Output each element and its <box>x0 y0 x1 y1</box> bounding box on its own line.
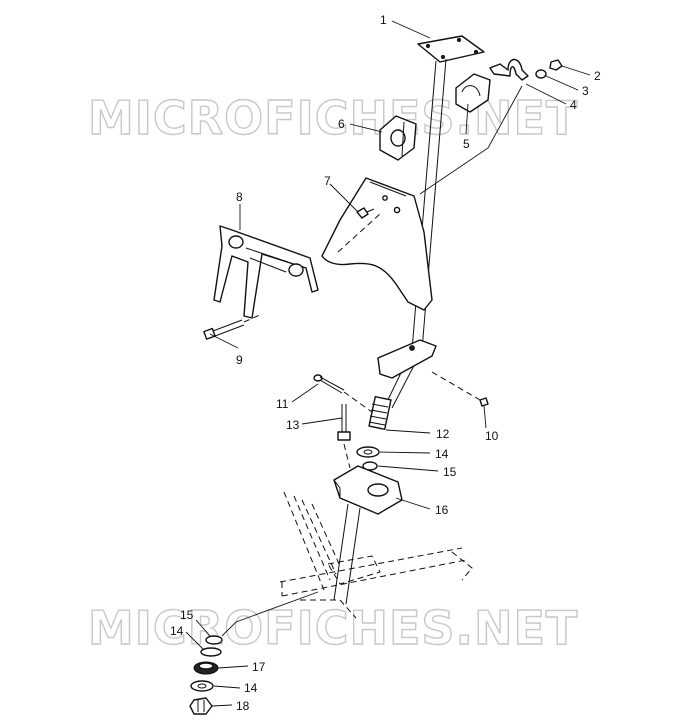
washer-14-lower-b <box>190 680 214 692</box>
callout-2: 2 <box>594 69 601 83</box>
castle-nut-18 <box>189 697 213 715</box>
watermark-top: MICROFICHES.NET <box>88 91 578 145</box>
watermark-bottom: MICROFICHES.NET <box>88 601 578 655</box>
bushing-block-6 <box>379 115 417 161</box>
callout-13: 13 <box>286 418 300 432</box>
headlight-bracket-8 <box>213 225 319 319</box>
clamp-block-5 <box>455 73 491 113</box>
callout-14-lower-b: 14 <box>244 681 258 695</box>
bolt-10 <box>431 371 489 407</box>
steering-post <box>368 35 485 431</box>
callout-6: 6 <box>338 117 345 131</box>
cotter-pin-11 <box>313 374 373 413</box>
callout-18: 18 <box>236 699 250 713</box>
callout-leaders <box>185 20 591 707</box>
callout-11: 11 <box>276 397 289 411</box>
callout-16: 16 <box>435 503 449 517</box>
hood-panel <box>321 177 433 311</box>
callout-15-lower: 15 <box>180 608 194 622</box>
washer-14-lower-a <box>200 647 222 657</box>
bolt-9 <box>203 313 263 340</box>
callout-17: 17 <box>252 660 266 674</box>
steering-arm-bracket <box>377 339 437 379</box>
callout-12: 12 <box>436 427 450 441</box>
bearing-17 <box>193 661 219 675</box>
o-ring-15-upper <box>362 461 378 471</box>
handlebar-clamp-4 <box>489 58 529 81</box>
callout-3: 3 <box>582 84 589 98</box>
washer-3 <box>535 69 547 79</box>
leader-clamp-to-post <box>419 85 523 195</box>
steering-block-16 <box>333 465 403 515</box>
lower-shaft <box>333 503 361 605</box>
callout-9: 9 <box>236 353 243 367</box>
callout-14-upper: 14 <box>435 447 449 461</box>
callout-10: 10 <box>485 429 499 443</box>
screw-7 <box>356 207 375 219</box>
callout-4: 4 <box>570 98 577 112</box>
frame-phantom <box>279 491 473 619</box>
o-ring-15-lower <box>205 635 223 645</box>
callout-14-lower-a: 14 <box>170 624 184 638</box>
bolt-13 <box>337 404 351 469</box>
callout-5: 5 <box>463 137 470 151</box>
callout-15-upper: 15 <box>443 465 457 479</box>
clamp-nut-2 <box>549 59 563 71</box>
callout-7: 7 <box>324 174 331 188</box>
callout-1: 1 <box>380 13 387 27</box>
callout-8: 8 <box>236 190 243 204</box>
leader-lower-shaft <box>221 591 319 637</box>
washer-14-upper <box>356 446 380 458</box>
